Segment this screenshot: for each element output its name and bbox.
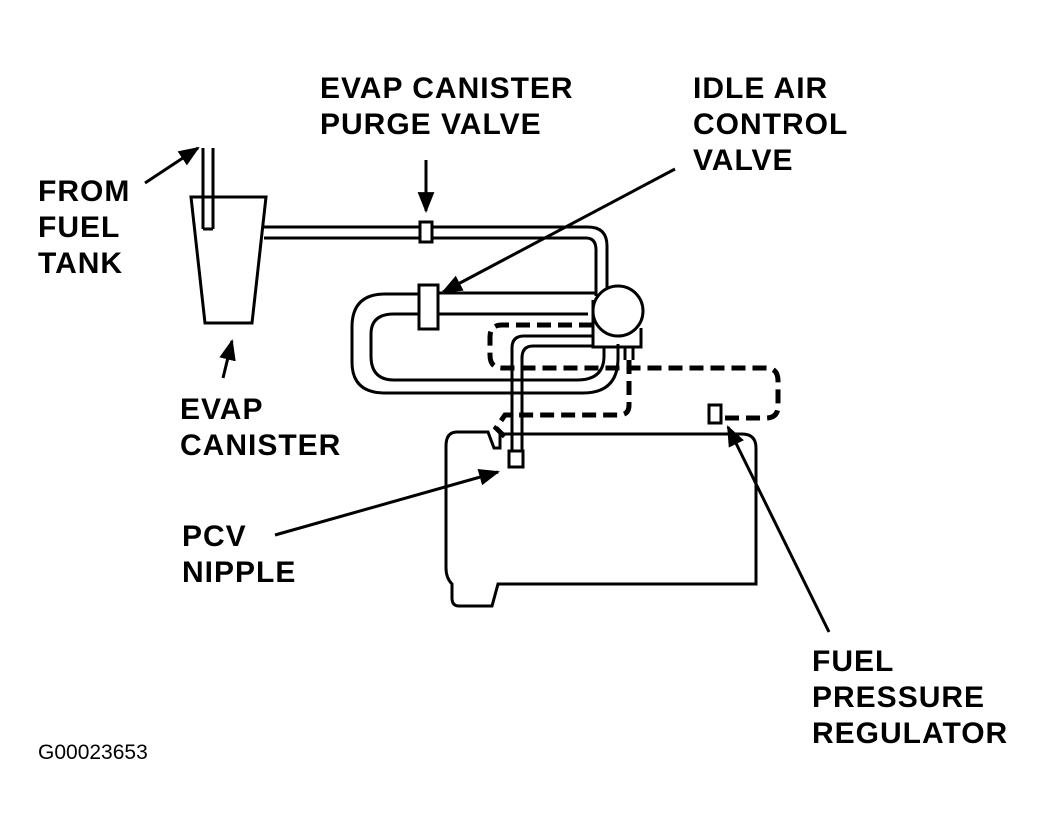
pcv-hose	[510, 334, 593, 452]
evap-canister-label: EVAP CANISTER	[180, 392, 341, 464]
label-line: EVAP	[180, 393, 264, 426]
idle-air-control-valve-body	[417, 283, 440, 331]
from-fuel-tank-arrow	[144, 146, 200, 185]
pcv-nipple	[507, 449, 525, 469]
purge-hose-valve-to-throttle-body	[432, 225, 609, 296]
vacuum-hose-to-fuel-pressure-regulator	[487, 322, 781, 421]
label-line: IDLE AIR	[693, 72, 829, 105]
label-line: CANISTER	[180, 429, 342, 462]
idle-air-control-valve-arrow	[441, 167, 676, 294]
vacuum-hose-to-pcv-dashed	[492, 360, 632, 442]
evap-canister-purge-valve-label: EVAP CANISTER PURGE VALVE	[320, 71, 574, 143]
label-line: FUEL	[38, 211, 121, 244]
fuel-pressure-regulator-label: FUEL PRESSURE REGULATOR	[812, 644, 1008, 752]
label-line: PCV	[182, 520, 247, 553]
label-line: CONTROL	[693, 108, 849, 141]
iac-hose-to-throttle-body	[438, 291, 596, 316]
purge-hose-canister-to-valve	[264, 225, 420, 240]
label-line: FUEL	[812, 645, 895, 678]
idle-air-control-hose-loop	[350, 292, 620, 395]
engine-block	[444, 430, 758, 608]
label-line: PURGE VALVE	[320, 108, 542, 141]
pcv-nipple-label: PCV NIPPLE	[182, 519, 296, 591]
label-line: VALVE	[693, 144, 794, 177]
label-line: TANK	[38, 247, 124, 280]
figure-id: G00023653	[38, 741, 148, 764]
purge-valve	[418, 220, 434, 244]
throttle-body	[591, 284, 645, 338]
fuel-tank-inlet-tube	[201, 148, 215, 231]
fuel-pressure-regulator	[707, 403, 723, 425]
label-line: EVAP CANISTER	[320, 72, 574, 105]
label-line: FROM	[38, 175, 131, 208]
evap-canister-arrow	[219, 338, 236, 379]
fuel-pressure-regulator-arrow	[726, 425, 831, 633]
from-fuel-tank-label: FROM FUEL TANK	[38, 174, 130, 282]
pcv-nipple-arrow	[274, 469, 501, 537]
label-line: PRESSURE	[812, 681, 986, 714]
label-line: NIPPLE	[182, 556, 297, 589]
evap-canister	[189, 195, 268, 325]
idle-air-control-valve-label: IDLE AIR CONTROL VALVE	[693, 71, 848, 179]
label-line: REGULATOR	[812, 717, 1009, 750]
